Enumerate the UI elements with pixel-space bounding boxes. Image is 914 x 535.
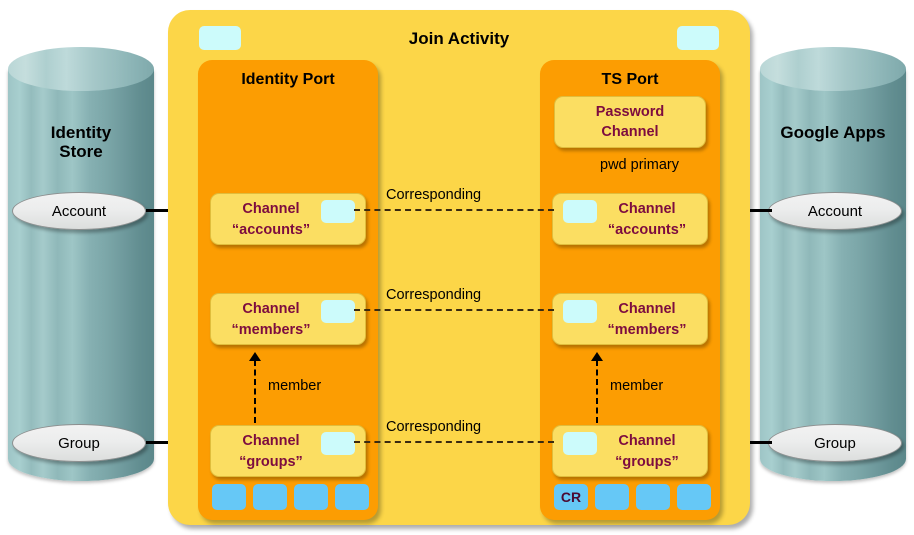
- corresponding-label-accounts: Corresponding: [386, 187, 482, 203]
- ts-channel-accounts-chip-icon[interactable]: [563, 200, 597, 223]
- corresponding-line-groups: [354, 441, 554, 443]
- corresponding-line-members: [354, 309, 554, 311]
- identity-bottom-square-2[interactable]: [253, 484, 287, 510]
- identity-bottom-square-1[interactable]: [212, 484, 246, 510]
- datastore-label-line1: Google Apps: [780, 123, 886, 142]
- identity-channel-members[interactable]: Channel “members”: [210, 293, 366, 345]
- identity-member-arrow-head-icon: [249, 352, 261, 361]
- identity-channel-members-line1: Channel: [242, 301, 300, 317]
- ts-channel-members-chip-icon[interactable]: [563, 300, 597, 323]
- cylinder-top-ellipse: [760, 47, 906, 91]
- identity-channel-groups-line1: Channel: [242, 433, 300, 449]
- ts-member-label: member: [610, 378, 664, 394]
- identity-member-arrow-line: [254, 360, 256, 423]
- datastore-google-apps[interactable]: Google Apps: [760, 47, 906, 502]
- ts-channel-members-line1: Channel: [618, 301, 676, 317]
- ts-password-note: pwd primary: [600, 157, 679, 173]
- identity-member-label: member: [268, 378, 322, 394]
- ts-channel-groups-line1: Channel: [618, 433, 676, 449]
- cylinder-top-ellipse: [8, 47, 154, 91]
- ts-channel-groups[interactable]: Channel “groups”: [552, 425, 708, 477]
- ts-bottom-square-cr[interactable]: CR: [554, 484, 588, 510]
- ts-channel-members[interactable]: Channel “members”: [552, 293, 708, 345]
- entity-identity-group[interactable]: Group: [12, 424, 146, 462]
- identity-channel-accounts[interactable]: Channel “accounts”: [210, 193, 366, 245]
- cylinder-body: [8, 69, 154, 481]
- entity-google-group[interactable]: Group: [768, 424, 902, 462]
- ts-channel-members-line2: “members”: [607, 322, 687, 338]
- activity-title: Join Activity: [408, 29, 510, 48]
- join-activity-panel[interactable]: Join Activity Identity Port Channel “acc…: [168, 10, 750, 525]
- ts-password-channel[interactable]: Password Channel: [554, 96, 706, 148]
- identity-port-title: Identity Port: [241, 71, 335, 88]
- corresponding-label-members: Corresponding: [386, 287, 482, 303]
- ts-channel-accounts-line1: Channel: [618, 201, 676, 217]
- activity-tab-right-icon[interactable]: [677, 26, 719, 50]
- ts-password-channel-text: Password Channel: [596, 102, 665, 142]
- identity-channel-groups[interactable]: Channel “groups”: [210, 425, 366, 477]
- corresponding-label-groups: Corresponding: [386, 419, 482, 435]
- datastore-label-line2: Store: [59, 142, 103, 161]
- ts-port-panel[interactable]: TS Port Password Channel pwd primary Cha…: [540, 60, 720, 520]
- ts-password-channel-line2: Channel: [601, 124, 659, 140]
- ts-port-title: TS Port: [601, 71, 659, 88]
- activity-tab-left-icon[interactable]: [199, 26, 241, 50]
- cylinder-body: [760, 69, 906, 481]
- ts-bottom-square-4[interactable]: [677, 484, 711, 510]
- identity-channel-groups-line2: “groups”: [239, 454, 303, 470]
- identity-channel-accounts-line1: Channel: [242, 201, 300, 217]
- identity-port-panel[interactable]: Identity Port Channel “accounts” Channel…: [198, 60, 378, 520]
- identity-channel-accounts-chip-icon[interactable]: [321, 200, 355, 223]
- datastore-identity-store[interactable]: Identity Store: [8, 47, 154, 502]
- identity-channel-groups-chip-icon[interactable]: [321, 432, 355, 455]
- entity-google-account[interactable]: Account: [768, 192, 902, 230]
- entity-identity-account[interactable]: Account: [12, 192, 146, 230]
- corresponding-line-accounts: [354, 209, 554, 211]
- identity-channel-members-line2: “members”: [231, 322, 311, 338]
- datastore-label-line1: Identity: [50, 123, 112, 142]
- ts-bottom-square-2[interactable]: [595, 484, 629, 510]
- ts-channel-groups-chip-icon[interactable]: [563, 432, 597, 455]
- identity-bottom-square-4[interactable]: [335, 484, 369, 510]
- identity-channel-members-chip-icon[interactable]: [321, 300, 355, 323]
- ts-bottom-square-3[interactable]: [636, 484, 670, 510]
- ts-channel-accounts-line2: “accounts”: [607, 222, 687, 238]
- ts-member-arrow-head-icon: [591, 352, 603, 361]
- identity-channel-accounts-line2: “accounts”: [231, 222, 311, 238]
- ts-member-arrow-line: [596, 360, 598, 423]
- ts-password-channel-line1: Password: [595, 104, 665, 120]
- ts-channel-groups-line2: “groups”: [615, 454, 679, 470]
- identity-bottom-square-3[interactable]: [294, 484, 328, 510]
- ts-channel-accounts[interactable]: Channel “accounts”: [552, 193, 708, 245]
